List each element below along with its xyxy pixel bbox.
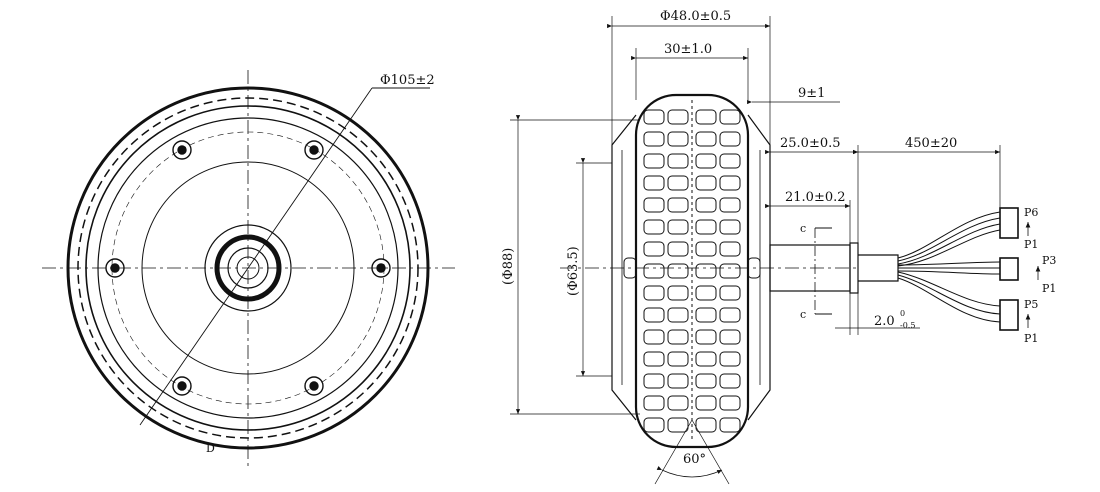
diameter-leader-line — [139, 87, 373, 426]
dim-flat-tol-upper: 0 — [900, 309, 905, 318]
cable-sleeve — [858, 254, 899, 282]
connector-top-to: P1 — [1024, 238, 1038, 251]
dim-rim-diameter-text: (Φ63.5) — [566, 246, 581, 296]
dim-rim-offset-text: 9±1 — [798, 86, 825, 101]
shaft-end-cap — [849, 242, 859, 294]
dim-outer-diameter-text: (Φ88) — [501, 248, 516, 285]
hub-outer-ring — [97, 117, 399, 419]
connector-middle — [999, 257, 1019, 281]
wire-bundle — [897, 211, 1001, 323]
dim-flat-depth-text: 2.0 — [874, 314, 895, 329]
dim-tire-width-text: 30±1.0 — [664, 42, 712, 57]
shaft-core — [236, 256, 260, 280]
hub-cover-ring — [141, 161, 355, 375]
front-diameter-dim: Φ105±2 — [380, 73, 435, 88]
front-view — [42, 70, 455, 470]
shaft-inner-ring — [227, 247, 269, 289]
shaft-housing — [204, 224, 292, 312]
connector-top — [999, 207, 1019, 239]
connector-bottom-to: P1 — [1024, 332, 1038, 345]
dim-flat-tol-lower: -0.5 — [900, 321, 915, 330]
tire-outer-circle — [66, 86, 430, 450]
section-c-top-label: c — [800, 222, 806, 235]
angle-arc — [656, 466, 723, 478]
tire-inner-circle — [85, 105, 411, 431]
connector-middle-from: P3 — [1042, 254, 1056, 267]
connector-middle-to: P1 — [1042, 282, 1056, 295]
angle-leg-right — [691, 419, 730, 485]
dim-overall-width-text: Φ48.0±0.5 — [660, 9, 731, 24]
hub-right-flank — [747, 114, 771, 421]
section-c-bottom-label: c — [800, 308, 806, 321]
connector-bottom — [999, 299, 1019, 331]
dim-shaft-flat-text: 21.0±0.2 — [785, 190, 846, 205]
section-mark-label: D — [206, 442, 215, 455]
dim-cable-length-text: 450±20 — [905, 136, 957, 151]
tread-pattern — [643, 109, 741, 433]
connector-top-from: P6 — [1024, 206, 1038, 219]
bolt-holes — [105, 140, 391, 396]
tire-tread-ring — [77, 97, 419, 439]
connector-bottom-from: P5 — [1024, 298, 1038, 311]
dim-shaft-length-text: 25.0±0.5 — [780, 136, 841, 151]
tread-angle-text: 60° — [683, 452, 706, 467]
side-view — [510, 16, 1041, 485]
hub-left-flank — [611, 114, 637, 421]
shaft-bearing-ring — [214, 234, 282, 302]
